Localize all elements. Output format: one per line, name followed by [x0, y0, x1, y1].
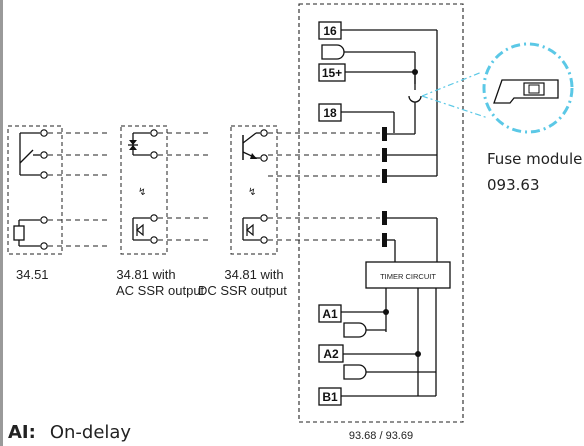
fuse-symbol-icon [493, 79, 559, 104]
optocoupler-arrows-icon: ↯ [248, 187, 256, 198]
junction-dot [383, 309, 389, 315]
module-3451-label: 34.51 [16, 267, 49, 282]
module-3481-ac-frame [120, 125, 168, 255]
timer-circuit-label: TIMER CIRCUIT [380, 272, 436, 281]
terminal-B1-label: B1 [322, 390, 338, 404]
terminal-18-label: 18 [323, 106, 337, 120]
module-3481-dc-frame [230, 125, 278, 255]
module-3481-ac-label-line2: AC SSR output [116, 283, 205, 298]
junction-dot [412, 69, 418, 75]
terminal-A2-label: A2 [323, 347, 339, 361]
supply-wiring [341, 288, 437, 397]
terminal-A1 [318, 304, 342, 323]
input-wiring [386, 217, 438, 262]
timer-circuit-box [365, 261, 451, 289]
terminal-16-label: 16 [323, 24, 337, 38]
terminal-A1-label: A1 [322, 307, 338, 321]
module-3451: 34.51 [7, 125, 108, 282]
module-3481-ac-label-line1: 34.81 with [116, 267, 175, 282]
timer-module: 16 15+ 18 A1 A2 B1 [298, 3, 464, 442]
left-edge-bar [0, 0, 3, 446]
module-3481-dc-label-line1: 34.81 with [224, 267, 283, 282]
timer-frame [298, 3, 464, 423]
fuse-module-callout: Fuse module 093.63 [421, 42, 582, 194]
output-contact-wiring [321, 29, 438, 177]
module-3481-dc-label-line2: DC SSR output [198, 283, 287, 298]
fuse-module-title: Fuse module [487, 150, 582, 168]
module-3451-frame [7, 125, 63, 255]
optocoupler-arrows-icon: ↯ [138, 187, 146, 198]
fuse-module-code: 093.63 [487, 176, 540, 194]
timer-model-label: 93.68 / 93.69 [349, 430, 413, 442]
terminal-15plus-label: 15+ [322, 66, 342, 80]
fuse-magnifier-circle [482, 42, 574, 134]
module-3481-dc: ↯ 34.81 with DC SSR output [198, 125, 287, 298]
function-name: On-delay [49, 422, 132, 443]
junction-dot [415, 351, 421, 357]
function-code: AI: [8, 422, 36, 443]
socket-contact-bars [382, 127, 387, 247]
module-3481-ac: ↯ 34.81 with AC SSR output [116, 125, 208, 298]
dc-to-timer-links [268, 132, 380, 241]
function-label: AI: On-delay [8, 422, 131, 443]
coil-symbol [13, 225, 25, 241]
